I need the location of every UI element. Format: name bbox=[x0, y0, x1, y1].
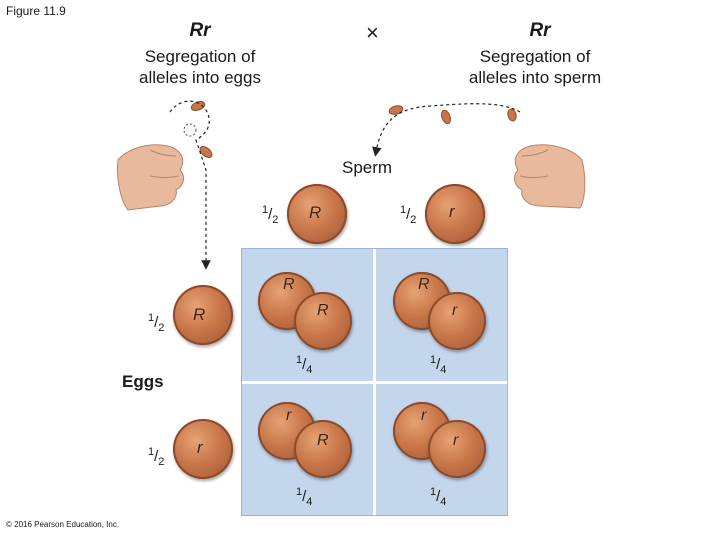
cell-Rr-fraction: 1/4 bbox=[430, 354, 447, 376]
left-description-line1: Segregation of bbox=[144, 47, 256, 66]
cross-symbol: × bbox=[366, 20, 379, 45]
right-tossed-coins bbox=[388, 105, 517, 125]
left-hand-illustration bbox=[117, 144, 184, 211]
cell-rr-sperm-letter: r bbox=[453, 432, 459, 449]
sperm-arrow bbox=[372, 103, 521, 157]
sperm-r-letter: r bbox=[449, 202, 455, 221]
right-description-line2: alleles into sperm bbox=[468, 68, 602, 87]
left-parent-genotype: Rr bbox=[189, 20, 211, 41]
cell-rR-sperm-letter: R bbox=[317, 432, 329, 449]
sperm-R-fraction: 1/2 bbox=[262, 204, 279, 226]
cell-rr-egg-letter: r bbox=[421, 407, 427, 424]
left-tossed-coins bbox=[183, 101, 213, 158]
cell-RR-fraction: 1/4 bbox=[296, 354, 313, 376]
cell-RR-sperm-letter: R bbox=[317, 302, 329, 319]
egg-r-fraction: 1/2 bbox=[148, 446, 165, 468]
eggs-label: Eggs bbox=[122, 372, 164, 391]
egg-R-fraction: 1/2 bbox=[148, 312, 165, 334]
sperm-r-coin: r bbox=[425, 184, 485, 244]
cell-RR-egg-letter: R bbox=[283, 276, 295, 293]
cell-rr-fraction: 1/4 bbox=[430, 486, 447, 508]
eggs-arrow bbox=[169, 100, 211, 270]
sperm-label: Sperm bbox=[342, 158, 393, 177]
egg-r-coin: r bbox=[173, 419, 233, 479]
copyright-notice: © 2016 Pearson Education, Inc. bbox=[6, 520, 120, 529]
cell-Rr-egg-letter: R bbox=[418, 276, 430, 293]
right-parent-description: Segregation of alleles into sperm bbox=[445, 46, 625, 88]
egg-r-letter: r bbox=[197, 438, 203, 457]
right-hand-illustration bbox=[514, 144, 586, 209]
sperm-r-fraction: 1/2 bbox=[400, 204, 417, 226]
cell-Rr-sperm-letter: r bbox=[452, 302, 458, 319]
cell-rr-sperm-coin: r bbox=[428, 420, 486, 478]
right-parent-genotype: Rr bbox=[529, 20, 551, 41]
cell-rR-fraction: 1/4 bbox=[296, 486, 313, 508]
sperm-R-coin: R bbox=[287, 184, 347, 244]
cell-rR-egg-letter: r bbox=[286, 407, 292, 424]
cell-rR-sperm-coin: R bbox=[294, 420, 352, 478]
sperm-R-letter: R bbox=[309, 203, 322, 222]
cell-Rr-sperm-coin: r bbox=[428, 292, 486, 350]
punnett-divider-horizontal bbox=[242, 381, 507, 384]
left-parent-description: Segregation of alleles into eggs bbox=[110, 46, 290, 88]
egg-R-letter: R bbox=[193, 305, 206, 324]
left-description-line2: alleles into eggs bbox=[139, 68, 261, 87]
right-description-line1: Segregation of bbox=[479, 47, 591, 66]
cell-RR-sperm-coin: R bbox=[294, 292, 352, 350]
figure-label: Figure 11.9 bbox=[6, 4, 66, 18]
egg-R-coin: R bbox=[173, 285, 233, 345]
